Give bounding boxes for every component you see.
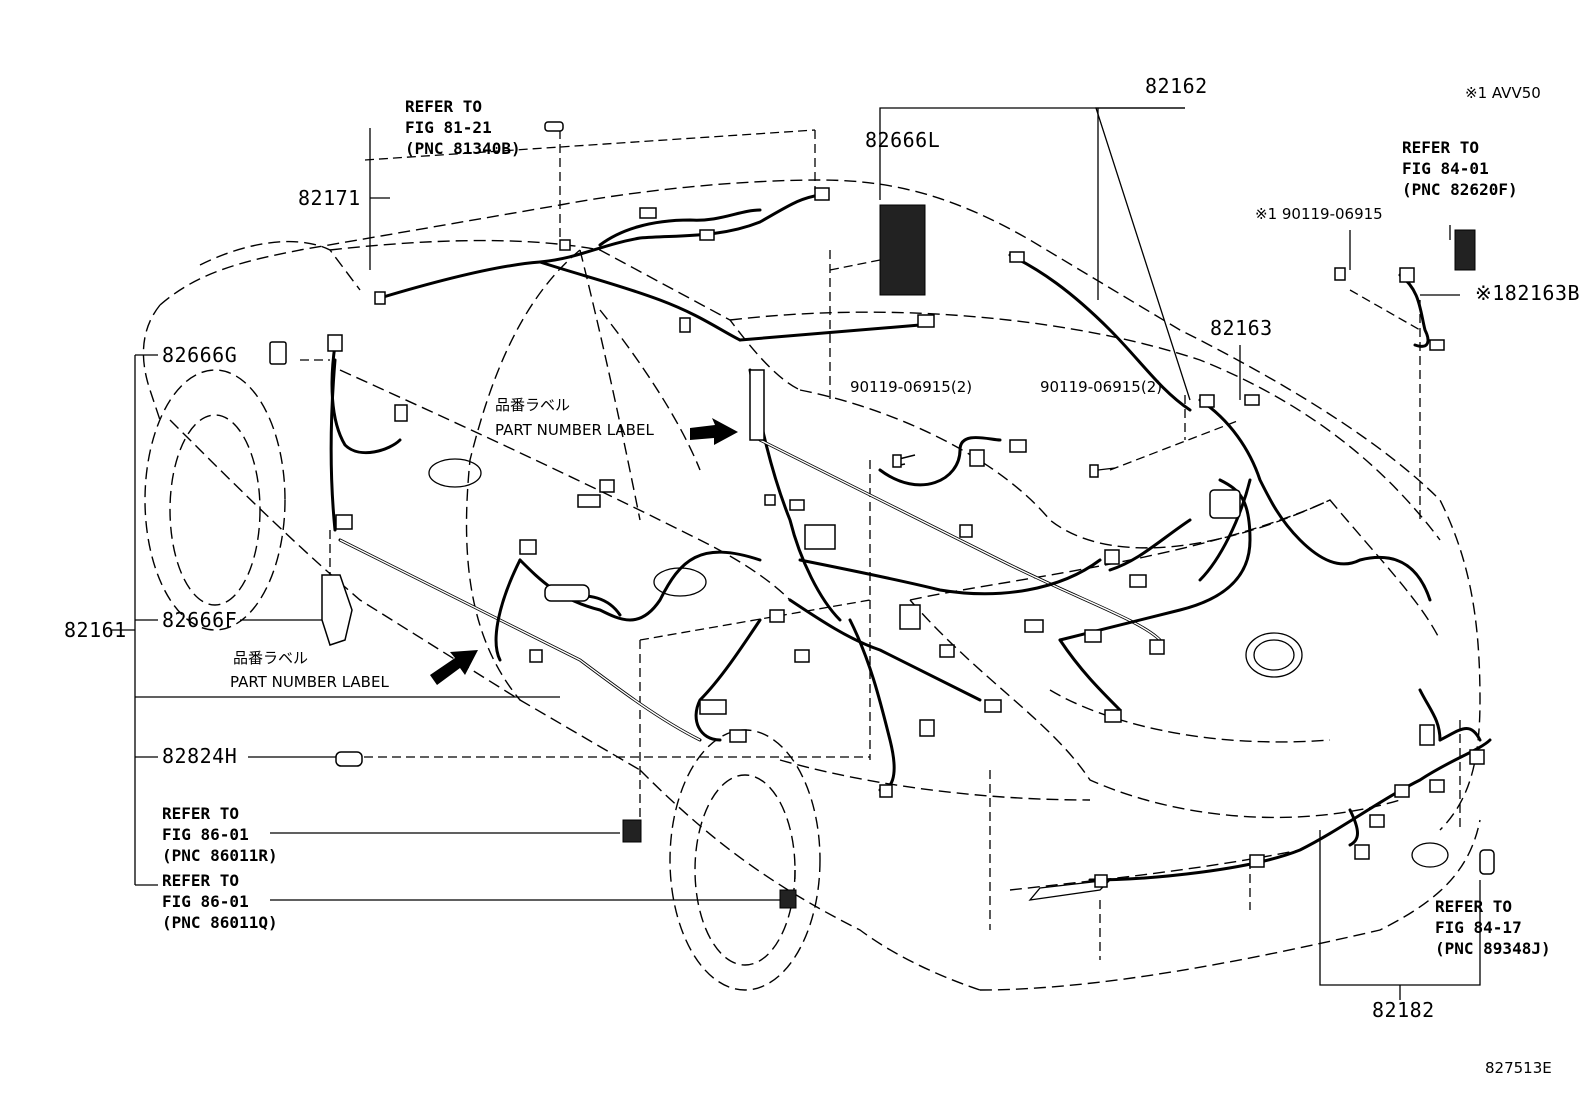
part-82171: 82171 [298,186,361,210]
refer-84-17-line2: FIG 84-17 [1435,918,1522,937]
part-82666G: 82666G [162,343,238,367]
bolt-90119-left: 90119-06915(2) [850,378,973,396]
refer-84-01-line3: (PNC 82620F) [1402,180,1518,199]
part-number-label-en-lower: PART NUMBER LABEL [230,673,389,691]
bolt-90119-right: 90119-06915(2) [1040,378,1163,396]
reference-dashes [300,129,1461,960]
part-82161: 82161 [64,618,127,642]
part-number-label-jp-upper: 品番ラベル [495,396,571,414]
bolt-note-90119: ※1 90119-06915 [1255,205,1383,223]
refer-81-21-line1: REFER TO [405,97,483,116]
refer-81-21-line3: (PNC 81340B) [405,139,521,158]
leader-lines [112,107,1481,1000]
refer-81-21-line2: FIG 81-21 [405,118,492,137]
connectors [269,121,1495,909]
refer-84-01-line2: FIG 84-01 [1402,159,1489,178]
part-number-label-en-upper: PART NUMBER LABEL [495,421,654,439]
refer-86-01-r-line1: REFER TO [162,804,240,823]
part-82163: 82163 [1210,316,1273,340]
refer-86-01-r-line3: (PNC 86011R) [162,846,278,865]
part-82666L: 82666L [865,128,941,152]
refer-86-01-q-line3: (PNC 86011Q) [162,913,278,932]
wire-harnesses [329,193,1492,882]
part-number-label-jp-lower: 品番ラベル [233,649,309,667]
refer-86-01-q-line1: REFER TO [162,871,240,890]
part-82162: 82162 [1145,74,1208,98]
figure-code: 827513E [1485,1059,1552,1077]
part-82163B: ※182163B [1475,281,1581,305]
part-82182: 82182 [1372,998,1435,1022]
part-82824H: 82824H [162,744,238,768]
label-arrows [430,418,738,685]
part-82666F: 82666F [162,608,238,632]
refer-86-01-r-line2: FIG 86-01 [162,825,249,844]
refer-84-01-line1: REFER TO [1402,138,1480,157]
refer-84-17-line3: (PNC 89348J) [1435,939,1551,958]
note-avv50: ※1 AVV50 [1465,84,1541,102]
refer-86-01-q-line2: FIG 86-01 [162,892,249,911]
refer-84-17-line1: REFER TO [1435,897,1513,916]
